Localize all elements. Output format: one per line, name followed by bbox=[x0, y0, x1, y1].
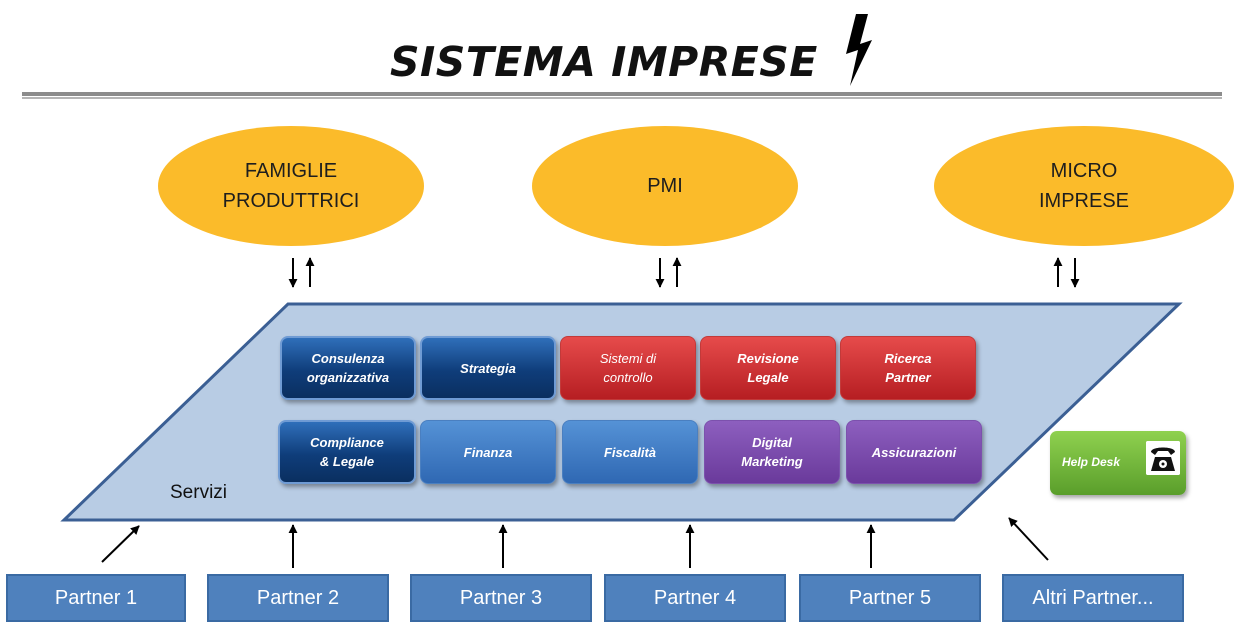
partner-altri: Altri Partner... bbox=[1002, 574, 1184, 622]
title-divider bbox=[22, 92, 1222, 99]
page-title: SISTEMA IMPRESE bbox=[390, 38, 818, 86]
service-compliance-legale[interactable]: Compliance & Legale bbox=[278, 420, 416, 484]
partner-4: Partner 4 bbox=[604, 574, 786, 622]
lightning-bolt-icon bbox=[846, 14, 872, 86]
segment-micro-imprese: MICRO IMPRESE bbox=[934, 126, 1234, 246]
arrow-altri-partner bbox=[1008, 517, 1049, 561]
service-digital-marketing[interactable]: Digital Marketing bbox=[704, 420, 840, 484]
service-revisione-legale[interactable]: Revisione Legale bbox=[700, 336, 836, 400]
platform-label: Servizi bbox=[170, 482, 228, 503]
service-fiscalita[interactable]: Fiscalità bbox=[562, 420, 698, 484]
segment-pmi: PMI bbox=[532, 126, 798, 246]
service-sistemi-di-controllo[interactable]: Sistemi di controllo bbox=[560, 336, 696, 400]
service-ricerca-partner[interactable]: Ricerca Partner bbox=[840, 336, 976, 400]
partner-5: Partner 5 bbox=[799, 574, 981, 622]
service-finanza[interactable]: Finanza bbox=[420, 420, 556, 484]
partner-2: Partner 2 bbox=[207, 574, 389, 622]
telephone-icon bbox=[1146, 441, 1180, 475]
help-desk-button[interactable]: Help Desk bbox=[1050, 431, 1186, 495]
arrow-partner-1 bbox=[101, 525, 140, 563]
partner-1: Partner 1 bbox=[6, 574, 186, 622]
service-strategia[interactable]: Strategia bbox=[420, 336, 556, 400]
segment-famiglie-produttrici: FAMIGLIE PRODUTTRICI bbox=[158, 126, 424, 246]
service-assicurazioni[interactable]: Assicurazioni bbox=[846, 420, 982, 484]
service-consulenza-organizzativa[interactable]: Consulenza organizzativa bbox=[280, 336, 416, 400]
partner-3: Partner 3 bbox=[410, 574, 592, 622]
help-desk-label: Help Desk bbox=[1062, 455, 1121, 469]
